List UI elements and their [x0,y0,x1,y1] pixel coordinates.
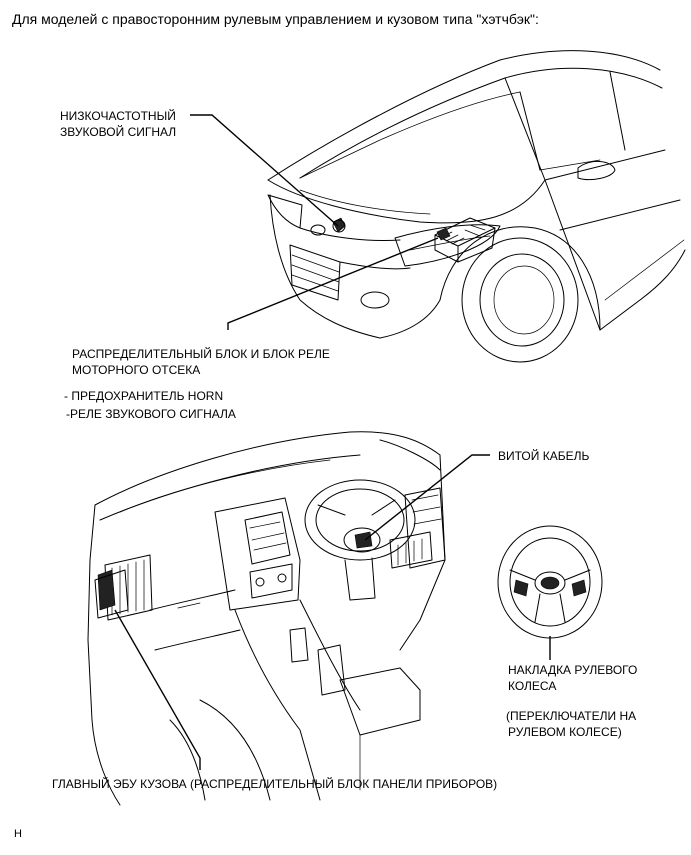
label-pad-line2: КОЛЕСА [508,679,557,693]
label-horn-line1: НИЗКОЧАСТОТНЫЙ [60,109,176,123]
spiral-cable-leader-line [364,454,490,541]
page-title: Для моделей с правосторонним рулевым упр… [12,11,539,27]
horn-leader-line [190,114,339,227]
body-ecu-leader-line [114,609,201,770]
label-switch-line1: (ПЕРЕКЛЮЧАТЕЛИ НА [506,709,637,723]
label-spiral-cable: ВИТОЙ КАБЕЛЬ [498,449,590,463]
label-switch-line2: РУЛЕВОМ КОЛЕСЕ) [508,725,622,739]
label-horn-line2: ЗВУКОВОЙ СИГНАЛ [60,125,177,139]
label-relay-item2: -РЕЛЕ ЗВУКОВОГО СИГНАЛА [66,407,236,421]
relay-leader-line [227,237,439,330]
steering-wheel-pad-illustration [497,525,603,639]
label-relay-line1: РАСПРЕДЕЛИТЕЛЬНЫЙ БЛОК И БЛОК РЕЛЕ [72,347,330,361]
interior-illustration [87,431,446,806]
car-illustration [267,50,686,363]
label-relay-item1: - ПРЕДОХРАНИТЕЛЬ HORN [64,389,224,403]
footer-code: H [14,828,22,840]
label-pad-line1: НАКЛАДКА РУЛЕВОГО [508,663,638,677]
label-relay-line2: МОТОРНОГО ОТСЕКА [72,363,201,377]
label-body-ecu: ГЛАВНЫЙ ЭБУ КУЗОВА (РАСПРЕДЕЛИТЕЛЬНЫЙ БЛ… [52,777,498,791]
